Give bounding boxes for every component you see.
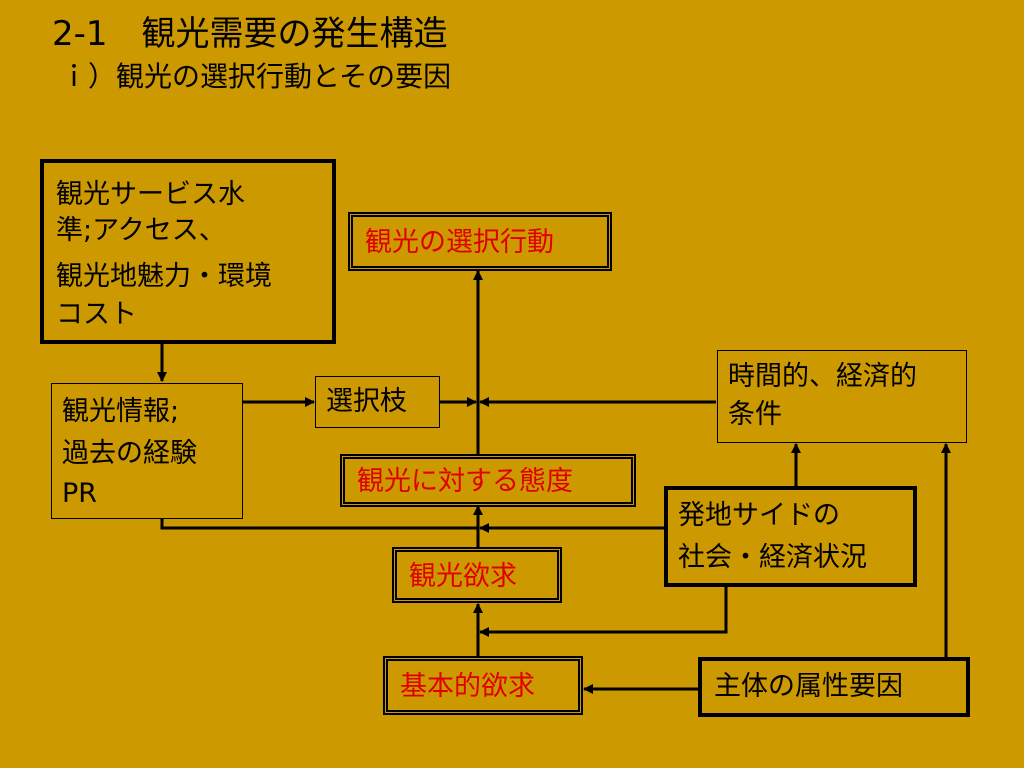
page-title: 2-1 観光需要の発生構造 [52, 14, 448, 54]
attributes-box: 主体の属性要因 [698, 657, 970, 717]
arrow-social-to-desire [479, 587, 728, 637]
service-level-box: 観光サービス水 準;アクセス、 観光地魅力・環境 コスト [40, 159, 336, 344]
info-line-2: 過去の経験 [62, 438, 197, 469]
time-econ-box: 時間的、経済的 条件 [717, 350, 967, 443]
desire-label: 観光欲求 [409, 561, 517, 592]
info-line-3: PR [62, 478, 98, 509]
basic-desire-box: 基本的欲求 [383, 656, 583, 715]
attributes-label: 主体の属性要因 [714, 671, 903, 702]
origin-social-line-1: 発地サイドの [678, 500, 840, 531]
basic-desire-label: 基本的欲求 [400, 671, 535, 702]
attitude-box: 観光に対する態度 [340, 454, 636, 507]
page-subtitle: ｉ）観光の選択行動とその要因 [60, 60, 452, 93]
service-line-4: コスト [56, 299, 137, 330]
choice-box: 選択枝 [315, 376, 440, 428]
service-line-1: 観光サービス水 [56, 179, 245, 210]
info-line-1: 観光情報; [62, 396, 180, 427]
selection-behavior-label: 観光の選択行動 [365, 227, 554, 258]
time-econ-line-1: 時間的、経済的 [728, 361, 917, 392]
desire-box: 観光欲求 [392, 547, 562, 603]
arrow-info-to-attitude [160, 519, 478, 530]
selection-behavior-box: 観光の選択行動 [348, 212, 612, 271]
time-econ-line-2: 条件 [728, 399, 782, 430]
service-line-2: 準;アクセス、 [56, 215, 226, 246]
origin-social-box: 発地サイドの 社会・経済状況 [664, 486, 917, 587]
choice-label: 選択枝 [326, 386, 407, 417]
info-box: 観光情報; 過去の経験 PR [51, 383, 243, 519]
attitude-label: 観光に対する態度 [357, 466, 573, 497]
service-line-3: 観光地魅力・環境 [56, 261, 272, 292]
origin-social-line-2: 社会・経済状況 [678, 542, 867, 573]
